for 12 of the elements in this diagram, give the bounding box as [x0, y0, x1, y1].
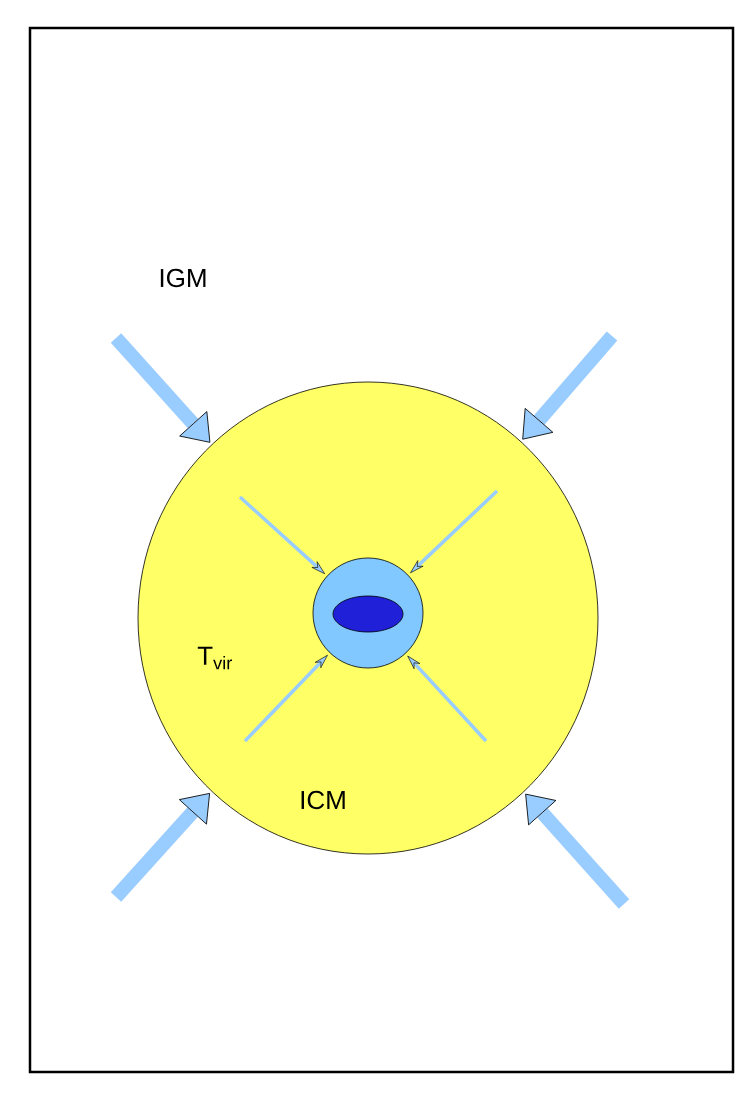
infall-arrow	[243, 654, 328, 743]
region-label: T$_{vir}$	[197, 646, 232, 670]
infall-arrow	[238, 495, 325, 574]
infall-arrow	[407, 655, 488, 743]
region-label: ICM	[301, 790, 345, 810]
region-label: IGM	[160, 268, 206, 288]
inflow-arrow	[110, 333, 211, 443]
infall-arrow	[410, 489, 499, 574]
inflow-arrow	[522, 331, 618, 440]
inflow-arrow	[110, 793, 210, 902]
inflow-arrow	[525, 793, 630, 909]
nucleus-ellipse	[332, 595, 404, 633]
